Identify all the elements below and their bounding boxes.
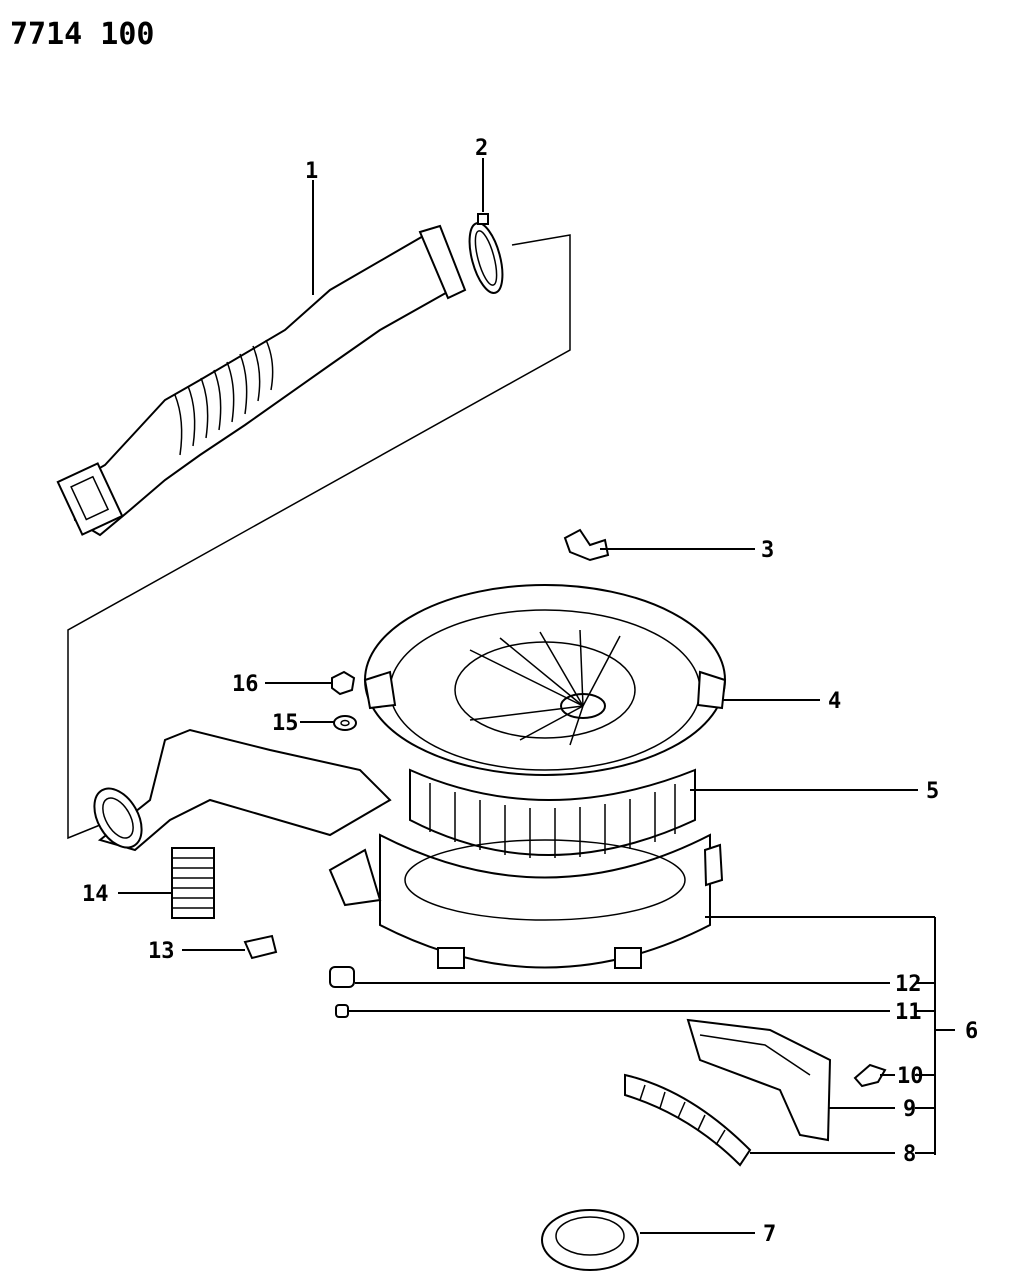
callout-11: 11 [895,1000,922,1025]
callout-3: 3 [761,538,774,563]
grommet-large [329,966,355,988]
nut [331,670,356,696]
callout-14: 14 [82,882,109,907]
intake-hose [56,224,467,537]
callout-9: 9 [903,1097,916,1122]
washer [333,715,357,731]
callout-7: 7 [763,1222,776,1247]
corrugated-tube [171,847,215,919]
assembly-lines [67,234,571,840]
callout-10: 10 [897,1064,924,1089]
callout-13: 13 [148,939,175,964]
callout-16: 16 [232,672,259,697]
callout-15: 15 [272,711,299,736]
bolt [243,934,278,960]
leader-lines [118,158,955,1234]
callout-1: 1 [305,159,318,184]
intake-duct-inner [624,1073,752,1167]
seal-ring [541,1209,639,1271]
hose-clamp [468,213,504,294]
grommet-small [335,1004,349,1018]
callout-8: 8 [903,1142,916,1167]
wing-nut [563,528,610,562]
callout-6: 6 [965,1019,978,1044]
air-cleaner-cover [363,584,727,776]
callout-4: 4 [828,689,841,714]
filter-element [409,768,696,858]
callout-12: 12 [895,972,922,997]
intake-duct-outer [686,1018,832,1142]
reference-number: 7714 100 [10,17,155,52]
callouts: 1 2 3 4 5 6 7 8 9 10 11 12 13 14 15 16 [82,136,978,1247]
callout-2: 2 [475,136,488,161]
callout-5: 5 [926,779,939,804]
air-cleaner-housing [93,728,724,969]
